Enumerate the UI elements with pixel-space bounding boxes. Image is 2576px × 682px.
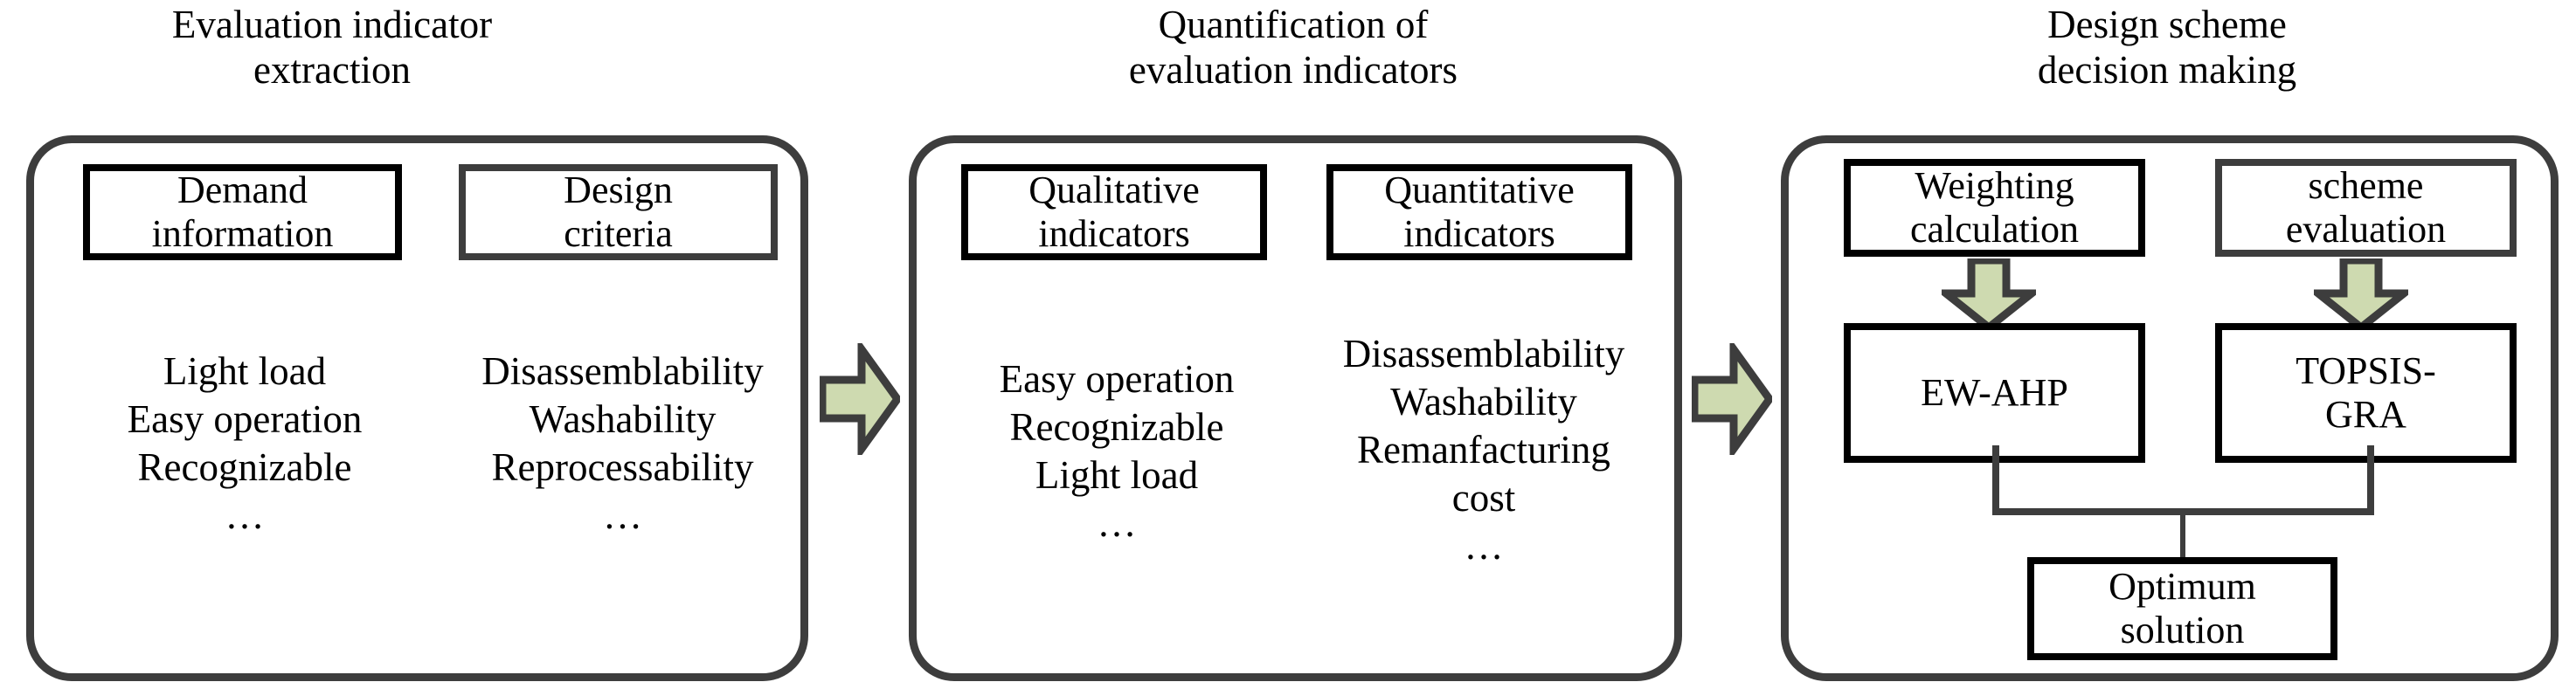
stage-3-box-scheme-evaluation: scheme evaluation bbox=[2215, 159, 2517, 257]
stage-arrow-1-icon bbox=[818, 337, 903, 461]
stage-3-box-optimum-solution: Optimum solution bbox=[2027, 557, 2337, 660]
stage-1-box-demand-information: Demand information bbox=[83, 164, 402, 260]
connector-ew-ahp-vertical bbox=[1992, 445, 1999, 515]
stage-2-box-qualitative-indicators: Qualitative indicators bbox=[961, 164, 1267, 260]
stage-3-box-topsis-gra: TOPSIS- GRA bbox=[2215, 323, 2517, 463]
down-arrow-right-icon bbox=[2307, 256, 2415, 333]
stage-3-box-ew-ahp: EW-AHP bbox=[1844, 323, 2145, 463]
stage-2-list-qualitative: Easy operation Recognizable Light load … bbox=[999, 357, 1235, 545]
stage-1-box-design-criteria: Design criteria bbox=[459, 164, 778, 260]
connector-topsis-vertical bbox=[2367, 445, 2374, 515]
stage-arrow-2-icon bbox=[1690, 337, 1775, 461]
connector-optimum-vertical bbox=[2180, 508, 2185, 561]
stage-2-list-quantitative-text: Disassemblability Washability Remanfactu… bbox=[1342, 332, 1625, 568]
stage-3-title: Design scheme decision making bbox=[2037, 3, 2297, 93]
stage-2-box-quantitative-indicators: Quantitative indicators bbox=[1326, 164, 1632, 260]
down-arrow-left-icon bbox=[1935, 256, 2043, 333]
stage-2-title: Quantification of evaluation indicators bbox=[1128, 3, 1458, 93]
stage-1-list-criteria: Disassemblability Washability Reprocessa… bbox=[481, 349, 764, 537]
stage-1-list-demand: Light load Easy operation Recognizable … bbox=[127, 349, 363, 537]
stage-1-title: Evaluation indicator extraction bbox=[171, 3, 493, 93]
stage-3-box-weighting-calculation: Weighting calculation bbox=[1844, 159, 2145, 257]
